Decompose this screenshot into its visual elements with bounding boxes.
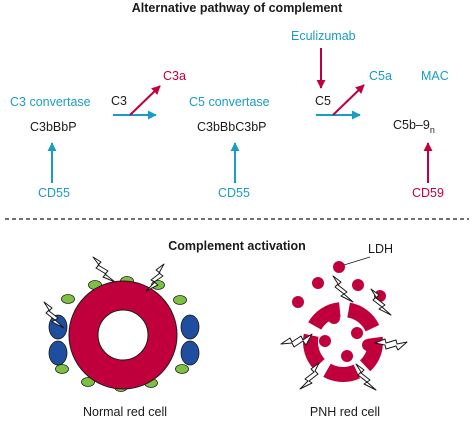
cd55-left-label: CD55	[38, 186, 70, 200]
pnh-cell-caption: PNH red cell	[310, 405, 380, 419]
pnh-red-cell	[280, 261, 408, 391]
c5-label: C5	[315, 94, 331, 108]
normal-red-cell	[43, 256, 200, 392]
normal-cell-center	[97, 309, 149, 361]
normal-cell-blue-proteins	[48, 314, 200, 366]
pathway-title: Alternative pathway of complement	[132, 1, 343, 15]
lightning-bolt-icon	[43, 301, 65, 329]
c3bbbp-label: C3bBbP	[30, 120, 77, 134]
cd59-label: CD59	[412, 186, 444, 200]
c3a-release-arrow	[129, 85, 161, 116]
cd55-mid-label: CD55	[218, 186, 250, 200]
c3a-label: C3a	[163, 69, 186, 83]
normal-cell-outer-edge	[68, 280, 178, 390]
c3bbbc3bp-label: C3bBbC3bP	[197, 120, 267, 134]
c5a-release-arrow	[332, 84, 365, 116]
c5b9-label: C5b–9n	[393, 118, 435, 135]
lightning-bolt-icon	[92, 256, 116, 283]
ldh-leader-line	[343, 256, 371, 266]
pnh-cell-lightning	[280, 275, 408, 391]
lightning-bolt-icon	[332, 275, 354, 303]
c5a-label: C5a	[369, 69, 392, 83]
mac-label: MAC	[421, 69, 449, 83]
ldh-label: LDH	[368, 242, 393, 256]
normal-cell-membrane	[69, 281, 177, 389]
activation-title: Complement activation	[168, 239, 306, 253]
c5-convertase-label: C5 convertase	[189, 95, 270, 109]
lightning-bolt-icon	[355, 363, 377, 391]
c3-label: C3	[111, 94, 127, 108]
lightning-bolt-icon	[374, 338, 408, 351]
lightning-bolt-icon	[370, 288, 392, 316]
normal-cell-caption: Normal red cell	[83, 405, 167, 419]
lightning-bolt-icon	[145, 263, 165, 292]
c3-convertase-label: C3 convertase	[10, 95, 91, 109]
c5b9-subscript: n	[430, 125, 435, 135]
lightning-bolt-icon	[299, 362, 320, 390]
normal-cell-lightning	[43, 256, 165, 329]
c5b9-main: C5b–9	[393, 118, 430, 132]
eculizumab-label: Eculizumab	[291, 29, 356, 43]
lightning-bolt-icon	[280, 333, 313, 348]
